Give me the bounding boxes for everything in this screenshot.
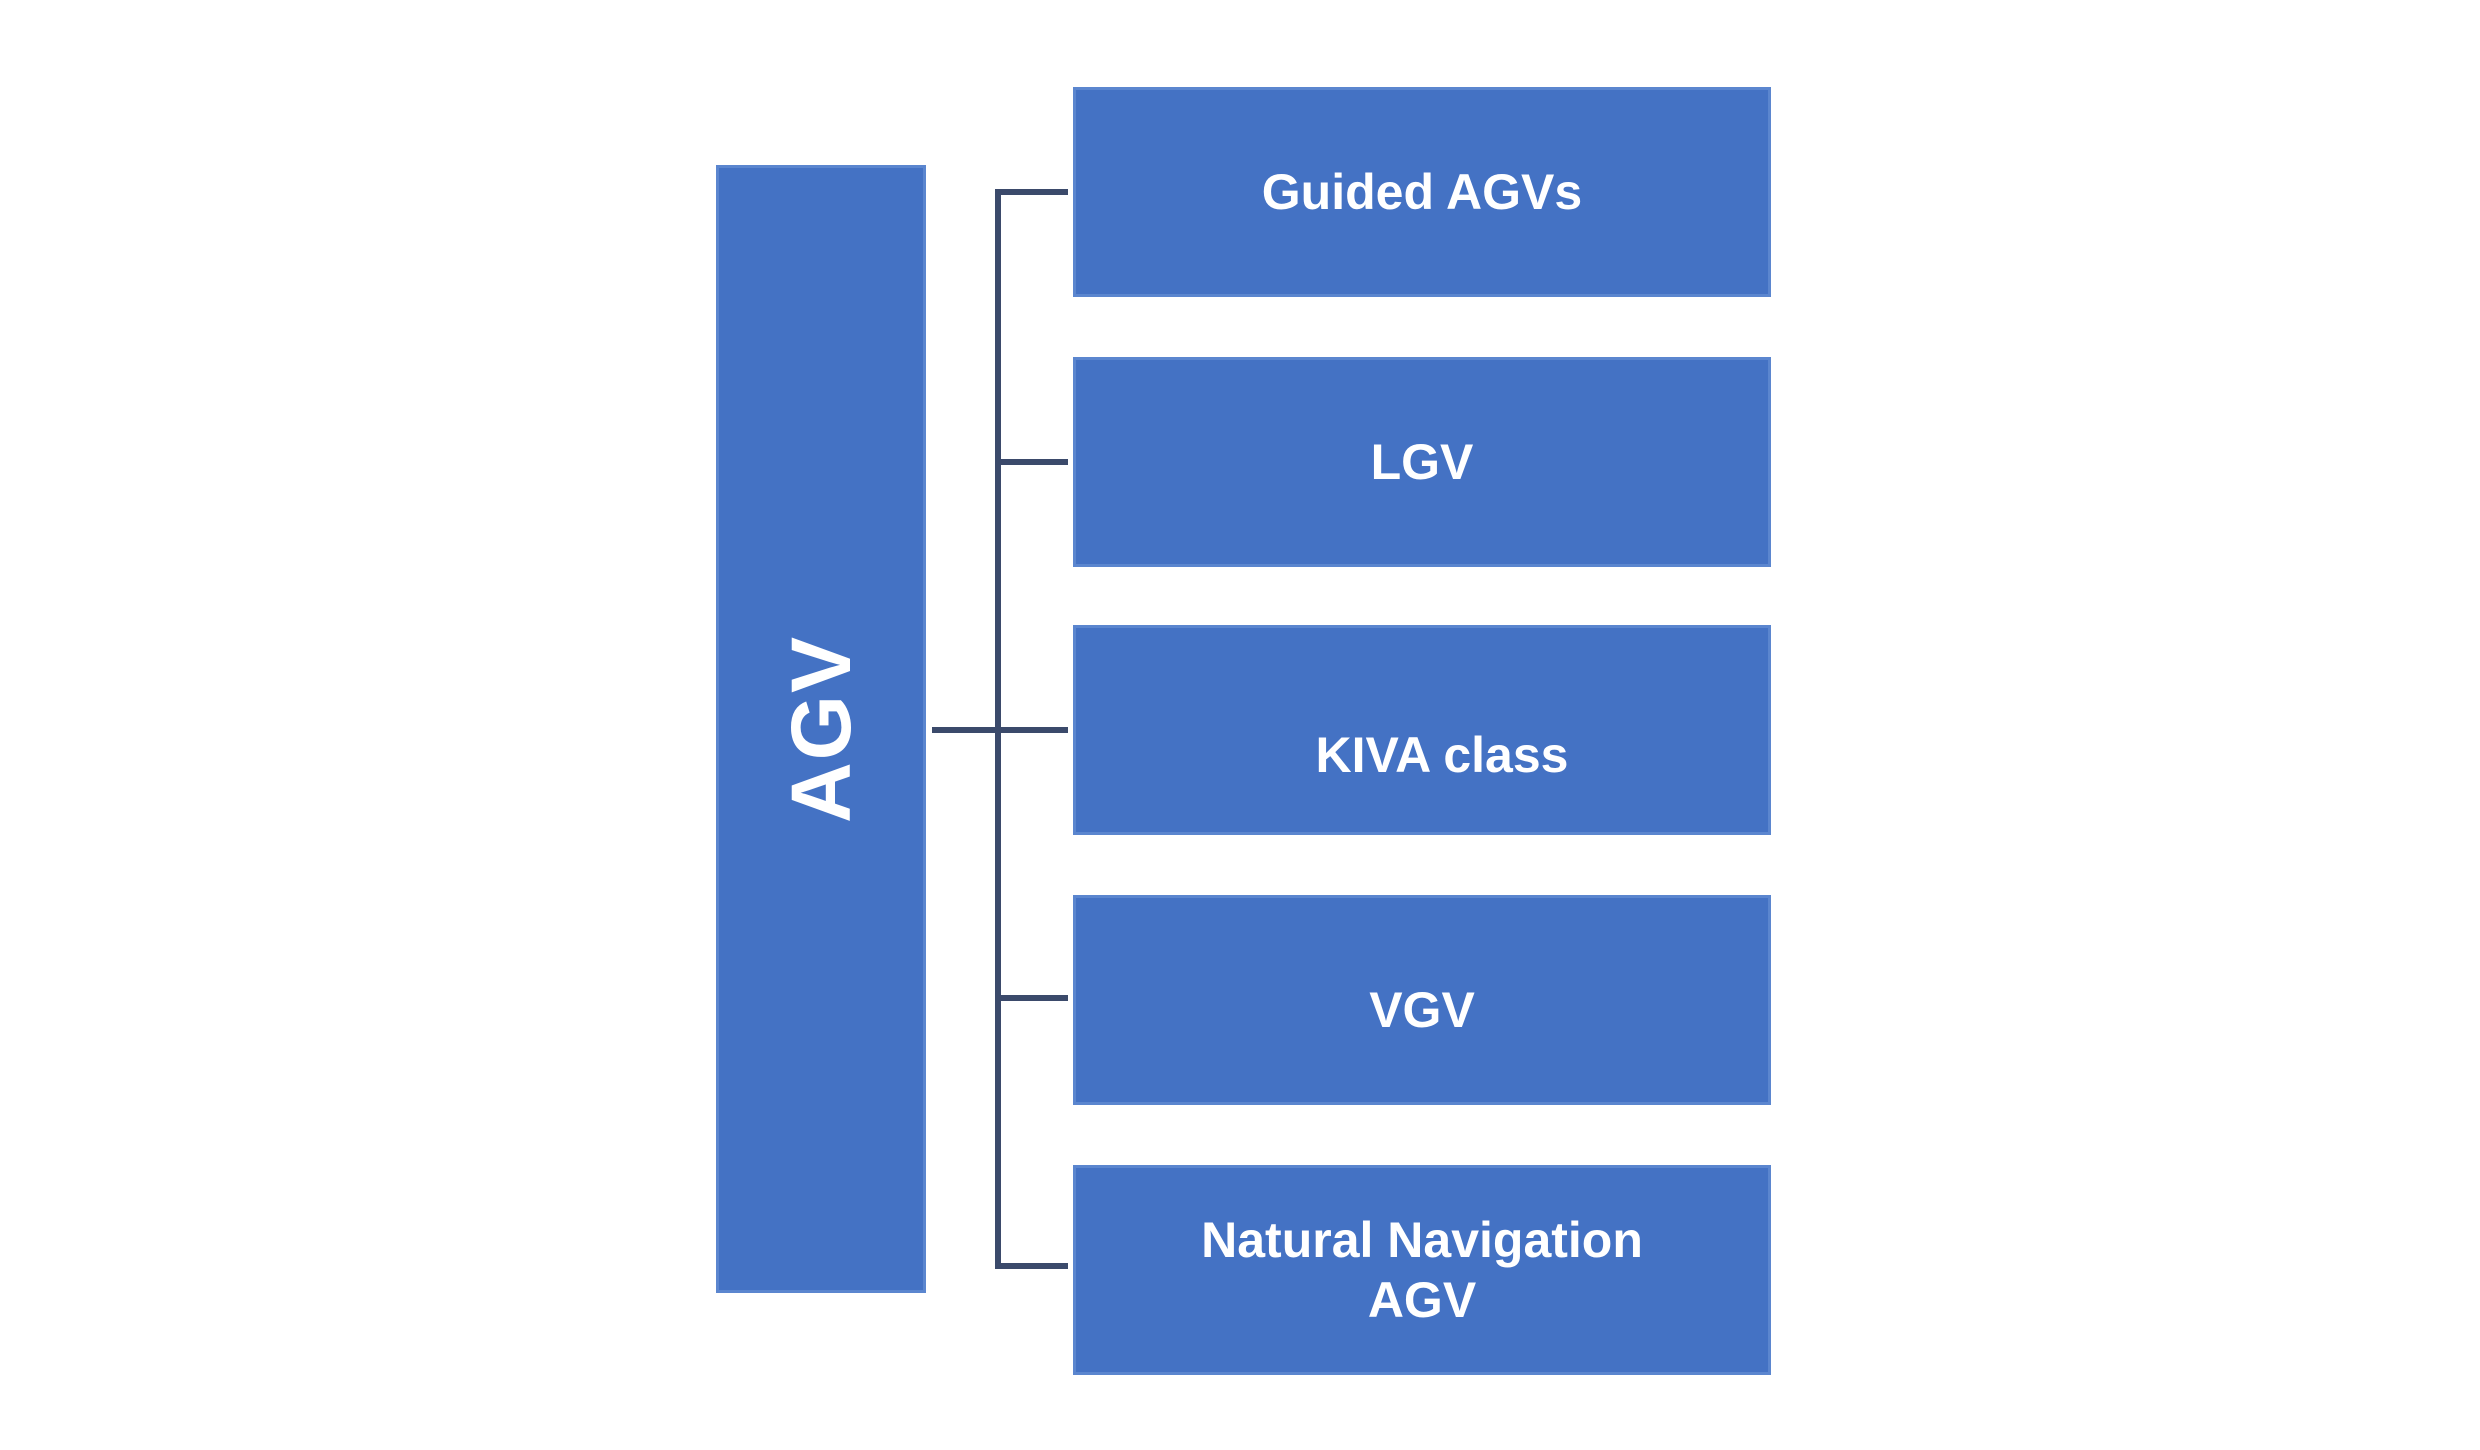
child-node-label: KIVA class [1315,727,1569,783]
child-node-vgv: VGV [1073,895,1771,1105]
child-node-guided-agvs: Guided AGVs [1073,87,1771,297]
root-node-label: AGV [774,634,868,824]
child-node-label: LGV [1370,434,1474,490]
child-node-kiva-class: KIVA class [1073,625,1771,835]
child-node-label: Guided AGVs [1261,164,1583,220]
child-node-natural-navigation-agv: Natural Navigation AGV [1073,1165,1771,1375]
child-node-lgv: LGV [1073,357,1771,567]
child-node-label: Natural Navigation AGV [1201,1212,1643,1328]
child-node-label: VGV [1369,982,1475,1038]
root-node-agv: AGV [716,165,926,1293]
